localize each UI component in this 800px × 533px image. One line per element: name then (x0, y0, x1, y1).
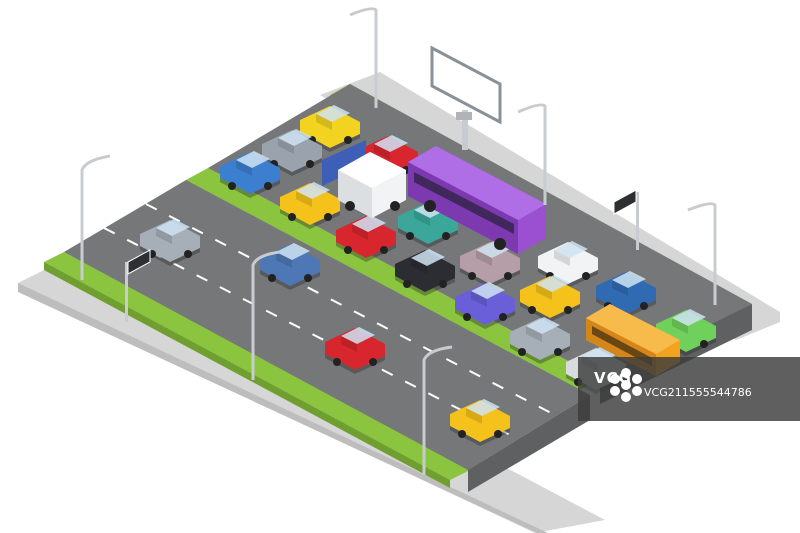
watermark-logo: VCG (594, 369, 632, 387)
grass-strip-bottom-side (44, 262, 450, 488)
watermark-id: VCG211555544786 (644, 386, 752, 399)
watermark-flower-icon (610, 368, 642, 402)
road-sign-right (613, 189, 639, 250)
truck-white (322, 140, 406, 218)
road-sign-left (125, 249, 151, 322)
road-outer-side (468, 395, 590, 492)
bus-purple (408, 146, 546, 254)
grass-strip-bottom (44, 252, 470, 480)
street-lamps (80, 7, 717, 475)
grass-median (186, 168, 600, 390)
watermark: VCG VCG211555544786 (578, 357, 800, 421)
billboard (430, 45, 502, 150)
sidewalk-bottom-edge (18, 283, 548, 533)
